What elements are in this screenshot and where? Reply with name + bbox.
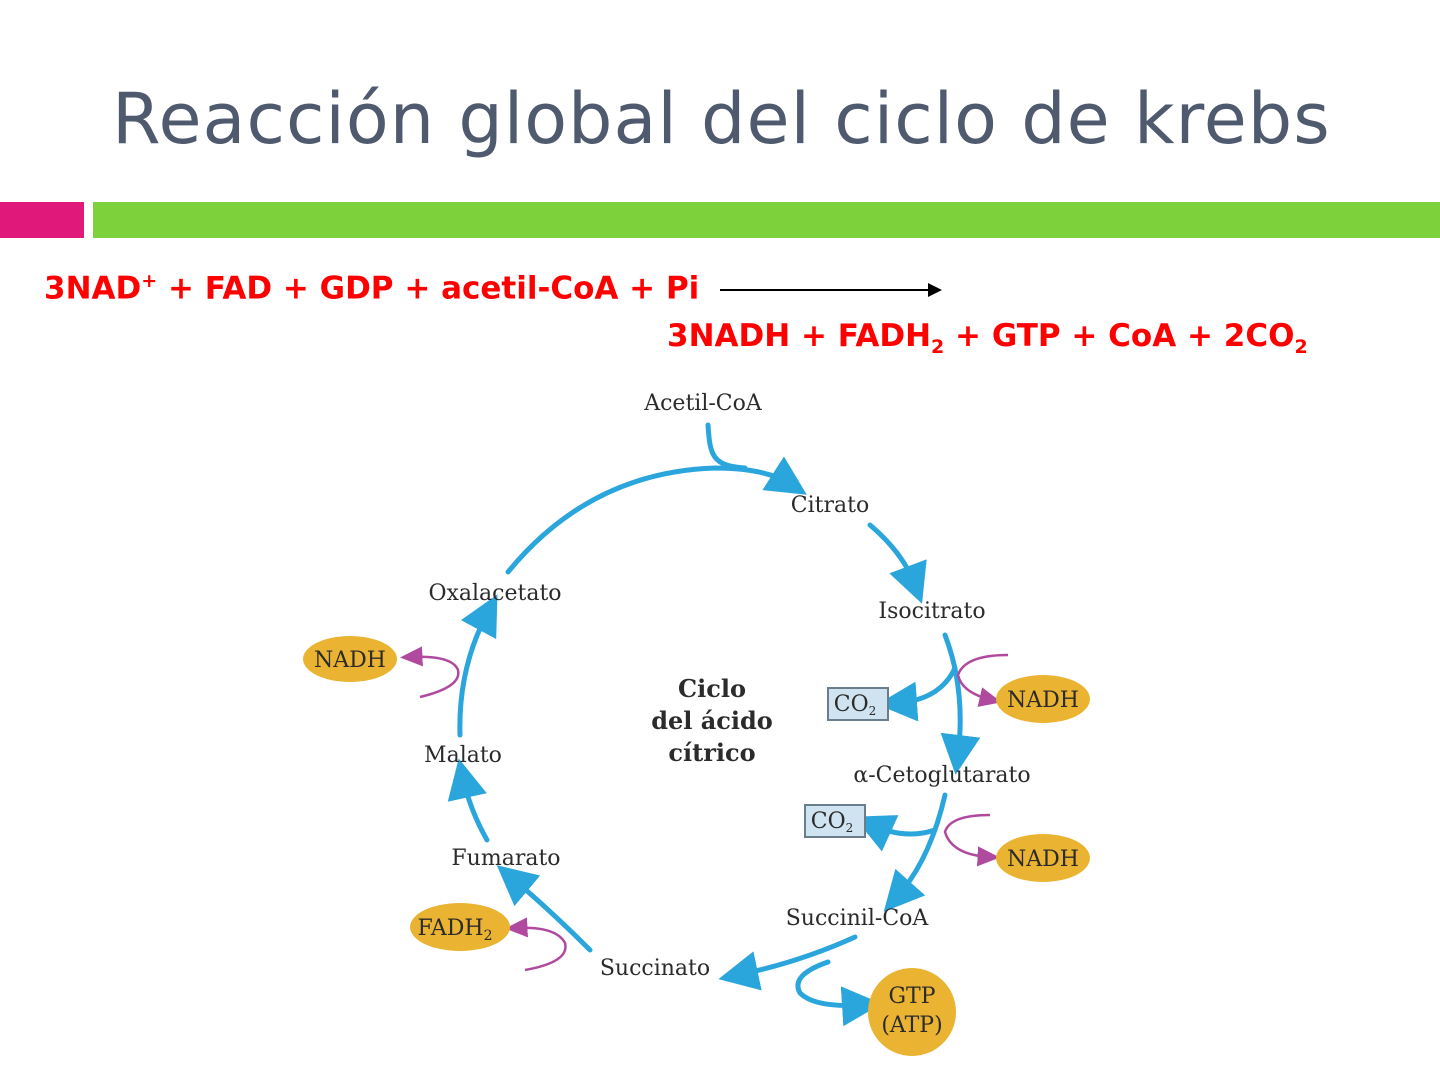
- arrow-fumarato-malato: [447, 758, 490, 843]
- nadh-label-1: NADH: [1007, 688, 1079, 713]
- products-part-a: 3NADH + FADH: [667, 318, 932, 354]
- nadh-badge-1: [996, 675, 1090, 723]
- nadh-label-left: NADH: [314, 648, 386, 673]
- arrow-nadh-1: [956, 653, 1009, 707]
- co2-label-2: CO2: [811, 809, 854, 835]
- arrow-oxalacetato-citrato: [505, 456, 807, 575]
- label-fumarato: Fumarato: [451, 846, 560, 871]
- nadh-badge-2: [996, 834, 1090, 882]
- label-isocitrato: Isocitrato: [878, 599, 985, 624]
- accent-bar-pink: [0, 202, 84, 238]
- co2-box-1: [827, 687, 889, 721]
- arrow-cetoglutarato-succinil: [883, 792, 948, 912]
- accent-bar-green: [93, 202, 1440, 238]
- nadh-label-2: NADH: [1007, 847, 1079, 872]
- fadh2-subscript: 2: [931, 336, 945, 359]
- co-text: CO: [811, 809, 846, 834]
- arrow-nadh-3: [400, 646, 460, 699]
- label-citrato: Citrato: [791, 493, 869, 518]
- co2-box-2: [804, 804, 866, 838]
- products-part-b: + GTP + CoA + 2CO: [944, 318, 1295, 354]
- co2-label-1: CO2: [834, 692, 877, 718]
- label-malato: Malato: [424, 743, 502, 768]
- arrow-isocitrato-cetoglutarato: [940, 632, 981, 775]
- label-succinato: Succinato: [600, 956, 710, 981]
- arrow-acetil-entry: [705, 422, 748, 471]
- label-acetil-coa: Acetil-CoA: [643, 391, 763, 416]
- fadh2-badge: [410, 903, 510, 951]
- arrow-co2-1: [877, 665, 958, 722]
- reaction-arrow-head-icon: [928, 283, 942, 297]
- fadh-text: FADH: [418, 916, 484, 941]
- arrow-fadh2: [505, 917, 567, 972]
- arrow-co2-2: [853, 815, 938, 852]
- nad-text: 3NAD: [44, 270, 142, 307]
- gtp-label: GTP: [888, 984, 935, 1009]
- co-text: CO: [834, 692, 869, 717]
- fadh2-label: FADH2: [418, 916, 493, 944]
- reaction-arrow: [720, 289, 935, 291]
- arrow-nadh-2: [943, 813, 1000, 867]
- equation-products: 3NADH + FADH2 + GTP + CoA + 2CO2: [667, 318, 1308, 358]
- reactants-rest: + FAD + GDP + acetil-CoA + Pi: [157, 270, 700, 307]
- nad-charge: +: [141, 270, 158, 292]
- center-label-line-1: Ciclo: [678, 674, 746, 703]
- equation-reactants: 3NAD+ + FAD + GDP + acetil-CoA + Pi: [44, 270, 699, 306]
- co2-subscript: 2: [1294, 336, 1308, 359]
- arrow-malato-oxalacetato: [457, 594, 498, 738]
- label-cetoglutarato: α-Cetoglutarato: [853, 763, 1030, 788]
- gtp-badge: [868, 968, 956, 1056]
- co-subscript: 2: [869, 704, 877, 718]
- co-subscript: 2: [846, 821, 854, 835]
- arrow-succinil-succinato: [718, 934, 858, 991]
- arrow-gtp: [795, 959, 882, 1027]
- label-oxalacetato: Oxalacetato: [428, 581, 561, 606]
- arrow-succinato-fumarato: [496, 865, 593, 953]
- center-label-line-3: cítrico: [668, 738, 755, 767]
- atp-label: (ATP): [881, 1013, 942, 1038]
- slide-title: Reacción global del ciclo de krebs: [112, 78, 1331, 160]
- nadh-badge-left: [303, 636, 397, 682]
- label-succinil-coa: Succinil-CoA: [786, 906, 930, 931]
- center-label-line-2: del ácido: [651, 706, 773, 735]
- fadh-subscript: 2: [484, 928, 493, 944]
- arrow-citrato-isocitrato: [867, 522, 927, 604]
